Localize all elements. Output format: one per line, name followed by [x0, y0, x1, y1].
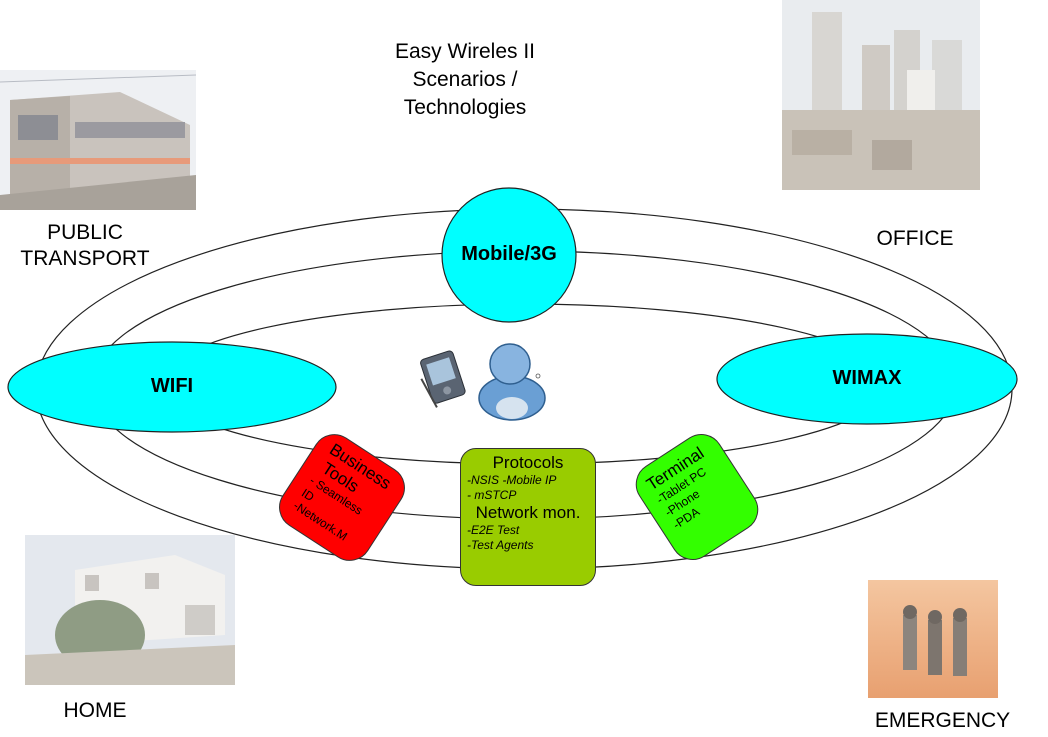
label-emergency: EMERGENCY — [874, 709, 1011, 732]
protocols-title: Protocols — [492, 453, 564, 472]
label-public-transport: PUBLIC TRANSPORT — [5, 220, 165, 272]
label-home: HOME — [63, 699, 127, 722]
wifi-label: WIFI — [150, 375, 194, 397]
title-line-1: Easy Wireles II — [394, 40, 536, 63]
protocols-item-1: -NSIS -Mobile IP — [467, 473, 557, 487]
protocols-item-4: -Test Agents — [467, 538, 534, 552]
diagram-title: Easy Wireles II Scenarios / Technologies — [340, 38, 590, 122]
label-office: OFFICE — [876, 227, 954, 250]
protocols-item-3: -E2E Test — [467, 523, 520, 537]
wifi-ellipse — [7, 341, 337, 433]
label-public: PUBLIC — [47, 221, 123, 244]
mobile-label: Mobile/3G — [461, 243, 557, 265]
protocols-box: Protocols -NSIS -Mobile IP - mSTCP Netwo… — [460, 448, 596, 586]
house-photo — [25, 535, 235, 685]
label-transport: TRANSPORT — [20, 247, 150, 270]
pda-icon — [420, 350, 466, 408]
protocols-item-2: - mSTCP — [467, 488, 517, 502]
city-photo — [782, 0, 980, 190]
firefighters-photo — [868, 580, 998, 698]
wimax-label: WIMAX — [832, 367, 902, 389]
train-photo — [0, 70, 196, 210]
network-mon-title: Network mon. — [475, 503, 581, 522]
user-icon — [478, 343, 546, 421]
wimax-ellipse — [716, 333, 1018, 425]
title-line-2: Scenarios / — [412, 68, 518, 91]
title-line-3: Technologies — [403, 96, 527, 119]
mobile-circle — [441, 187, 577, 323]
